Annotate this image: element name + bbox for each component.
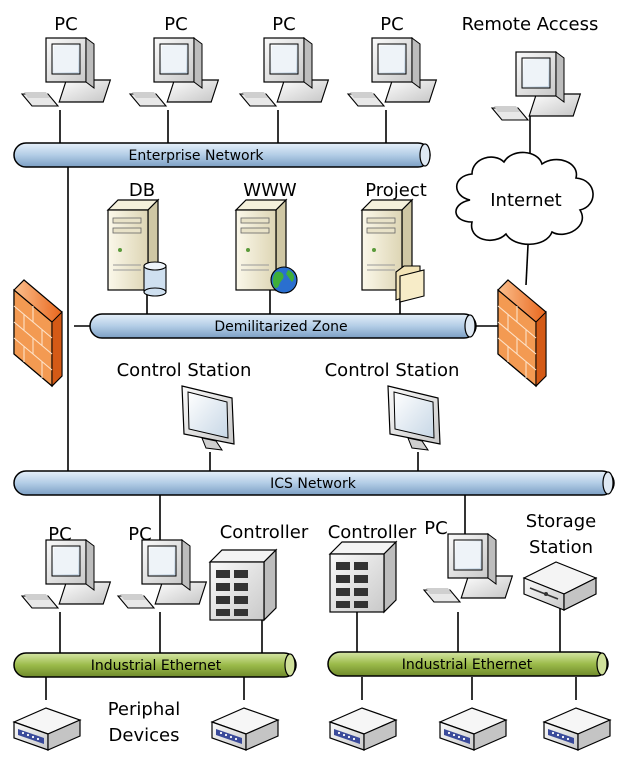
- peripheral-devices-label: Devices: [109, 725, 180, 746]
- monitor-icon: [387, 385, 441, 451]
- controller-icon: [329, 541, 397, 613]
- globe-icon: [270, 266, 298, 294]
- storage-station-label: Storage: [526, 511, 596, 532]
- pc-icon: [21, 37, 111, 107]
- control-station-label: Control Station: [325, 360, 460, 381]
- peripheral-device-icon: [13, 707, 81, 751]
- pc-icon: [423, 533, 513, 603]
- db-label: DB: [129, 180, 155, 201]
- project-label: Project: [365, 180, 427, 201]
- remote-access-label: Remote Access: [462, 14, 599, 35]
- pc-label: PC: [380, 14, 403, 35]
- pc-icon: [129, 37, 219, 107]
- industrial-ethernet-left-bus: Industrial Ethernet: [13, 652, 297, 678]
- storage-icon: [522, 561, 598, 611]
- pc-label: PC: [164, 14, 187, 35]
- database-icon: [143, 261, 167, 297]
- firewall-icon: [497, 279, 547, 387]
- pc-icon: [239, 37, 329, 107]
- pc-icon: [21, 539, 111, 609]
- dmz-label: Demilitarized Zone: [214, 319, 347, 335]
- folder-icon: [395, 265, 425, 303]
- enterprise-network-bus: Enterprise Network: [13, 142, 431, 168]
- pc-icon: [491, 51, 581, 121]
- pc-label: PC: [54, 14, 77, 35]
- industrial-ethernet-right-label: Industrial Ethernet: [402, 657, 533, 673]
- peripheral-device-icon: [543, 707, 611, 751]
- dmz-bus: Demilitarized Zone: [89, 313, 477, 339]
- storage-station-label: Station: [529, 537, 593, 558]
- pc-icon: [347, 37, 437, 107]
- peripheral-device-icon: [211, 707, 279, 751]
- pc-icon: [117, 539, 207, 609]
- peripheral-devices-label: Periphal: [108, 699, 181, 720]
- control-station-label: Control Station: [117, 360, 252, 381]
- industrial-ethernet-left-label: Industrial Ethernet: [91, 658, 222, 674]
- industrial-ethernet-right-bus: Industrial Ethernet: [327, 651, 609, 677]
- internet-label: Internet: [490, 190, 561, 211]
- pc-label: PC: [272, 14, 295, 35]
- controller-icon: [209, 549, 277, 621]
- monitor-icon: [181, 385, 235, 451]
- controller-label: Controller: [328, 522, 417, 543]
- firewall-icon: [13, 279, 63, 387]
- controller-label: Controller: [220, 522, 309, 543]
- www-label: WWW: [243, 180, 297, 201]
- ics-network-bus: ICS Network: [13, 470, 615, 496]
- enterprise-network-label: Enterprise Network: [129, 148, 265, 164]
- cloud-icon: Internet: [455, 151, 594, 245]
- ics-network-label: ICS Network: [270, 476, 357, 492]
- peripheral-device-icon: [329, 707, 397, 751]
- peripheral-device-icon: [439, 707, 507, 751]
- pc-label: PC: [424, 518, 447, 539]
